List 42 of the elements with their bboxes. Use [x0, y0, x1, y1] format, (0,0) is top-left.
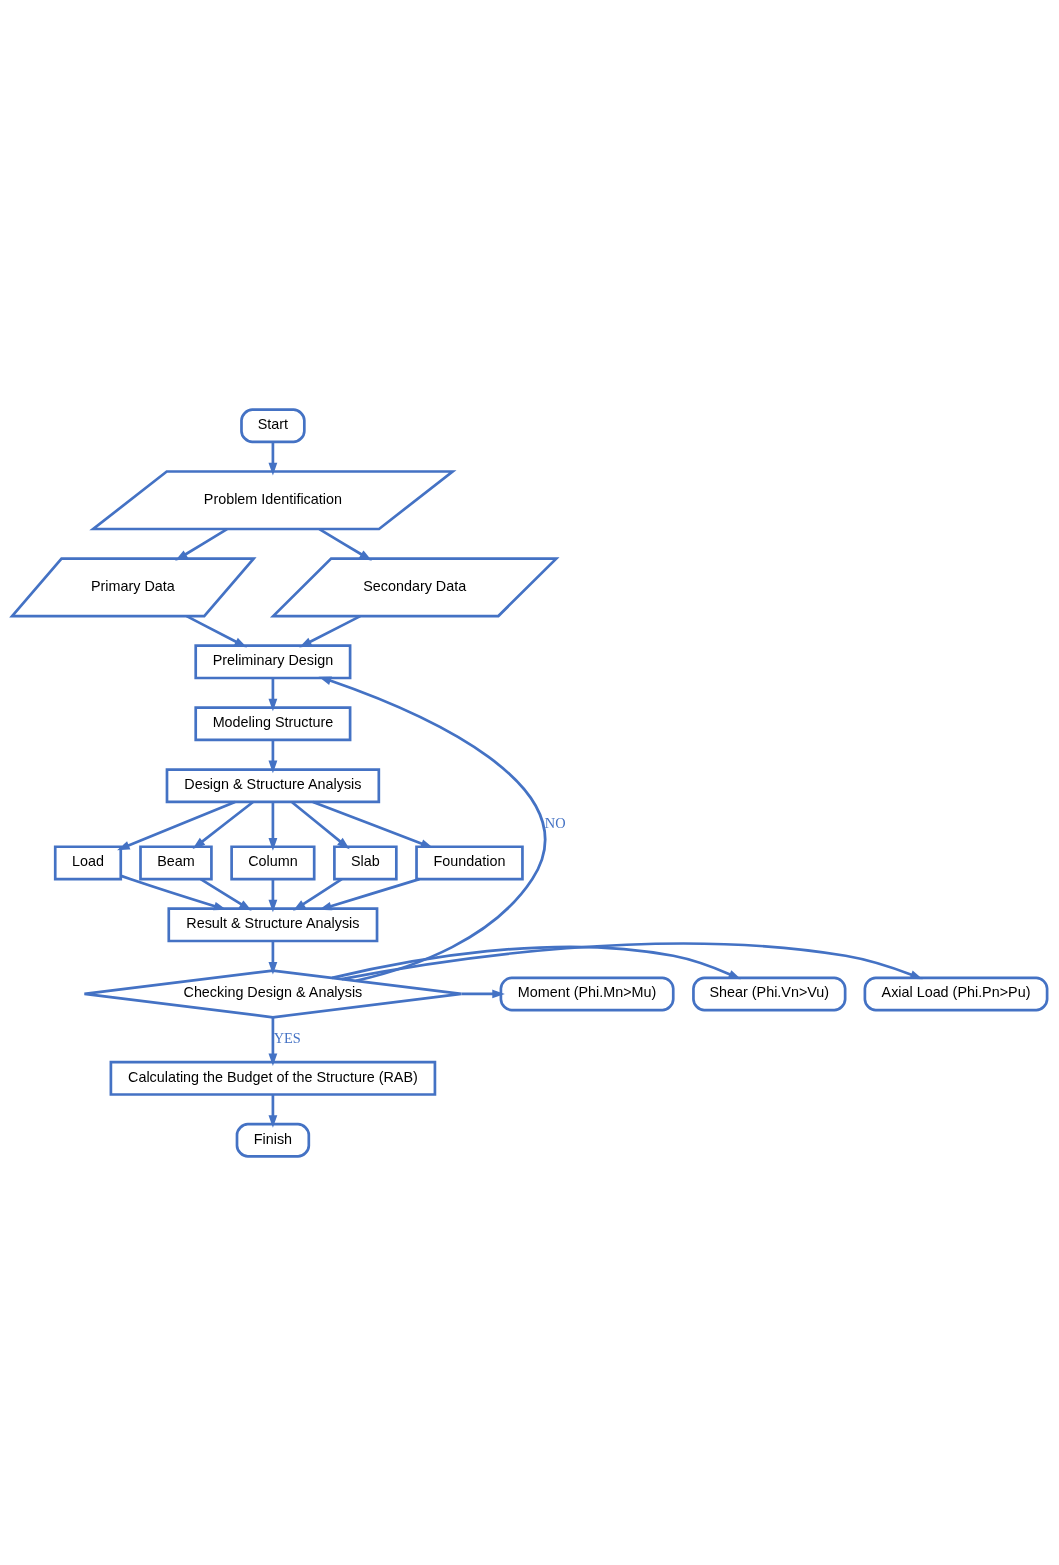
arrow — [268, 677, 278, 711]
arrow — [318, 676, 546, 982]
node-box: Axial Load (Phi.Pn>Pu) — [863, 975, 1049, 1011]
edge-label: NO — [544, 814, 566, 831]
arrow — [268, 739, 278, 773]
node-box: Moment (Phi.Mn>Mu) — [499, 975, 675, 1011]
arrow — [312, 800, 434, 848]
arrow — [341, 941, 923, 980]
node-box: Foundation — [415, 844, 524, 880]
node-box: Shear (Phi.Vn>Vu) — [692, 975, 847, 1011]
arrow — [199, 877, 252, 911]
arrow — [186, 614, 247, 647]
node-box: Preliminary Design — [194, 643, 352, 679]
node-box: Load — [53, 844, 123, 880]
arrow — [291, 800, 350, 849]
node-box: Column — [230, 844, 316, 880]
node-box: Design & Structure Analysis — [165, 767, 381, 803]
edge-label: YES — [273, 1029, 301, 1046]
node-box: Calculating the Budget of the Structure (RAB) — [109, 1060, 437, 1096]
node-box: Slab — [333, 844, 398, 880]
arrow — [120, 874, 227, 910]
node-box: Result & Structure Analysis — [167, 906, 379, 942]
arrow — [117, 800, 236, 850]
node-box: Finish — [235, 1122, 311, 1158]
arrow — [268, 441, 278, 475]
arrow — [268, 801, 278, 851]
arrow — [461, 989, 505, 998]
arrow — [175, 527, 228, 561]
arrow — [319, 877, 420, 910]
node-box: Start — [240, 407, 306, 443]
node-diamond: Checking Design & Analysis — [83, 968, 463, 1019]
arrow — [268, 1016, 278, 1066]
arrow — [299, 614, 361, 647]
node-box: Beam — [139, 844, 213, 880]
node-box: Modeling Structure — [194, 705, 352, 741]
arrow — [192, 800, 254, 849]
arrow — [268, 1094, 278, 1128]
arrow — [268, 940, 278, 974]
arrow — [268, 878, 278, 912]
arrow — [293, 877, 343, 911]
arrow — [318, 527, 372, 561]
arrow — [331, 945, 742, 979]
